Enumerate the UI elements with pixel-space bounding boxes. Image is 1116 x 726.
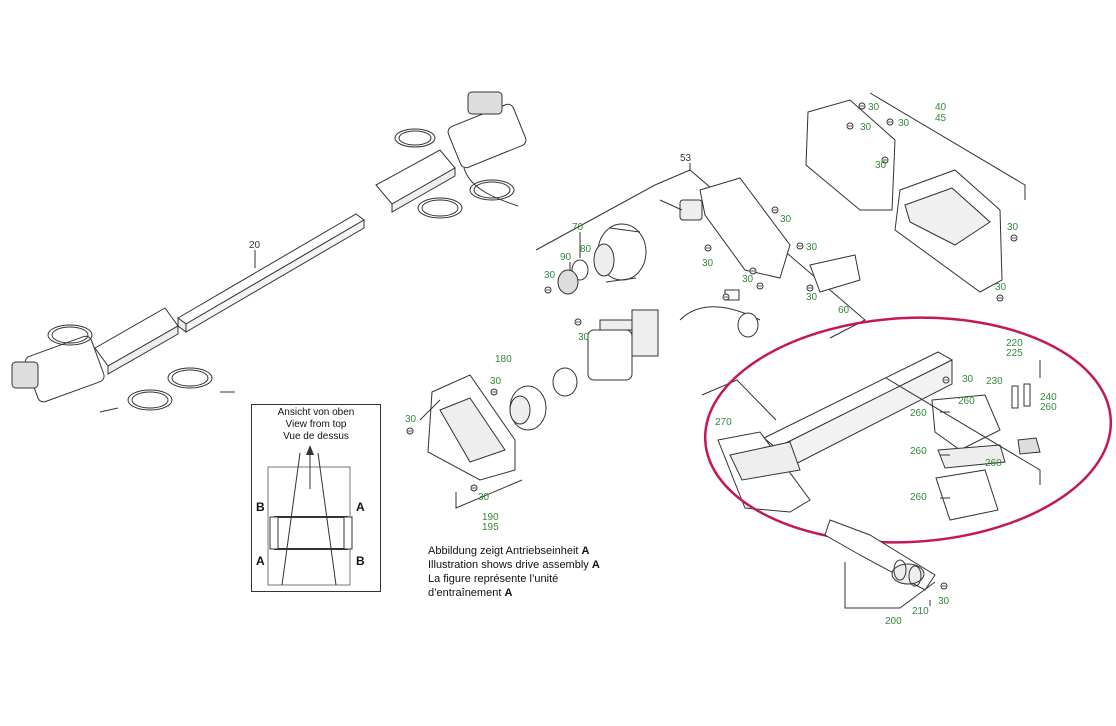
cover-parts [805, 92, 1026, 293]
part-label-260d: 260 [910, 492, 927, 503]
svg-text:30: 30 [898, 118, 910, 129]
svg-text:30: 30 [938, 596, 950, 607]
caption-line-4-bold: A [504, 587, 513, 599]
part-label-240: 240 [1040, 392, 1057, 403]
caption-line-3: La figure représente l’unité [428, 573, 559, 585]
highlight-ellipse [703, 316, 1113, 544]
part-label-260b: 260 [910, 408, 927, 419]
part-label-200: 200 [885, 616, 902, 627]
part-label-195: 195 [482, 522, 499, 533]
marker-b-top: B [256, 500, 265, 514]
top-view-inset: Ansicht von oben View from top Vue de de… [251, 404, 381, 592]
svg-text:30: 30 [995, 282, 1007, 293]
svg-text:30: 30 [702, 258, 714, 269]
view-title-fr: Vue de dessus [283, 431, 349, 442]
part-label-60: 60 [838, 305, 850, 316]
diagram-caption: Abbildung zeigt Antriebseinheit A Illust… [428, 544, 600, 600]
part-label-53: 53 [680, 153, 692, 164]
part-label-210: 210 [912, 606, 929, 617]
svg-text:30: 30 [806, 292, 818, 303]
part-label-260f: 260 [958, 396, 975, 407]
caption-line-1: Abbildung zeigt Antriebseinheit [428, 545, 582, 557]
part-label-190: 190 [482, 512, 499, 523]
svg-text:30: 30 [962, 374, 974, 385]
svg-text:30: 30 [490, 376, 502, 387]
gear-parts [557, 223, 647, 295]
svg-text:30: 30 [578, 332, 590, 343]
part-label-80: 80 [580, 244, 592, 255]
view-title-en: View from top [285, 419, 347, 430]
caption-line-1-bold: A [581, 545, 590, 557]
svg-text:30: 30 [544, 270, 556, 281]
svg-text:30: 30 [405, 414, 417, 425]
part-label-180: 180 [495, 354, 512, 365]
svg-text:30: 30 [875, 160, 887, 171]
part-label-40: 40 [935, 102, 947, 113]
marker-b-bottom: B [356, 554, 365, 568]
left-drive-assembly [11, 91, 527, 413]
caption-line-2-bold: A [591, 559, 600, 571]
part-labels-30: 30 30 30 30 30 30 30 30 30 30 30 30 30 3… [405, 102, 1019, 607]
caption-line-4: d’entraînement [428, 587, 505, 599]
svg-text:30: 30 [860, 122, 872, 133]
spring-drive [824, 519, 936, 609]
part-label-70: 70 [572, 222, 584, 233]
svg-text:30: 30 [806, 242, 818, 253]
motor-parts [419, 289, 761, 509]
gearbox-bracket-53 [535, 163, 866, 339]
caption-line-2: Illustration shows drive assembly [428, 559, 592, 571]
svg-text:30: 30 [1007, 222, 1019, 233]
top-view-drawing: B A A B [256, 445, 365, 586]
part-label-260a: 260 [1040, 402, 1057, 413]
part-label-220: 220 [1006, 338, 1023, 349]
part-label-90: 90 [560, 252, 572, 263]
part-label-225: 225 [1006, 348, 1023, 359]
marker-a-bottom: A [256, 554, 265, 568]
svg-text:30: 30 [478, 492, 490, 503]
marker-a-top: A [356, 500, 365, 514]
part-label-260e: 260 [985, 458, 1002, 469]
part-label-270: 270 [715, 417, 732, 428]
part-label-20: 20 [249, 240, 261, 251]
part-label-45: 45 [935, 113, 947, 124]
svg-text:30: 30 [742, 274, 754, 285]
part-label-230: 230 [986, 376, 1003, 387]
svg-text:30: 30 [780, 214, 792, 225]
rail-assembly [701, 351, 1041, 521]
view-title-de: Ansicht von oben [277, 407, 355, 418]
part-label-260c: 260 [910, 446, 927, 457]
svg-text:30: 30 [868, 102, 880, 113]
